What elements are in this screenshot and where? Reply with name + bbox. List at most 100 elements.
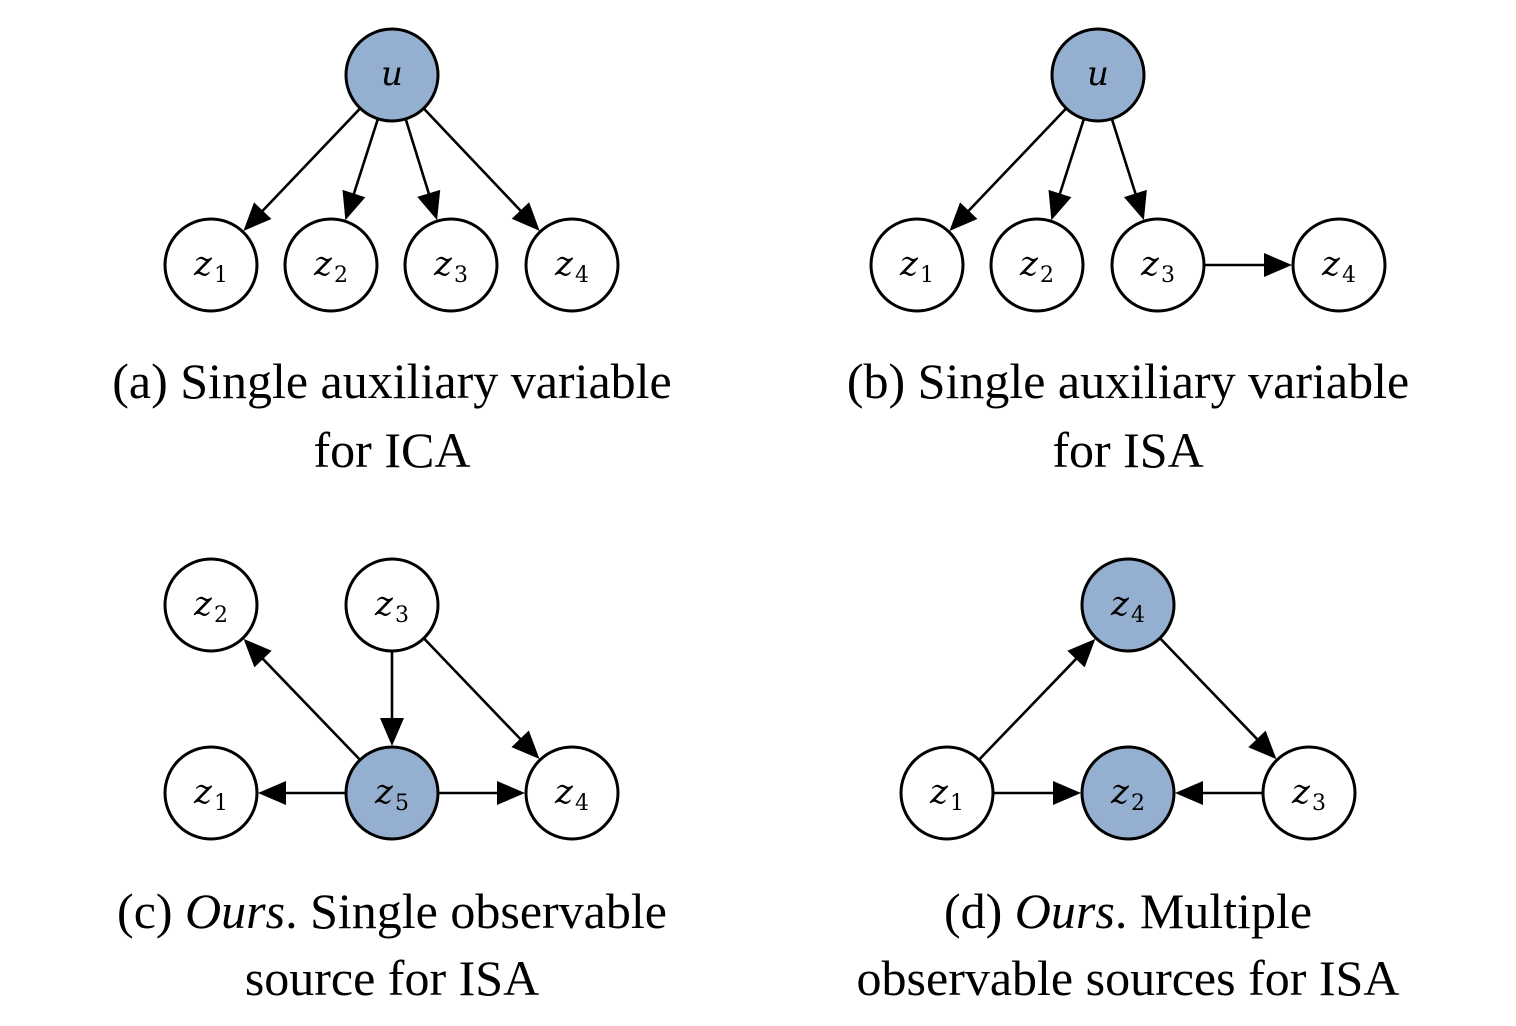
latent-node-circle — [344, 557, 440, 653]
node-subscript: 3 — [1161, 263, 1175, 288]
node-variable: u — [381, 54, 403, 94]
node-subscript: 1 — [920, 263, 934, 288]
caption-emphasis: Ours — [185, 883, 285, 939]
node-variable: z — [554, 244, 574, 284]
caption-text: (d) — [944, 883, 1015, 939]
node-label: z2 — [313, 244, 348, 288]
caption-line: (d) Ours. Multiple — [944, 883, 1312, 939]
edge-line — [404, 118, 431, 196]
caption-line: observable sources for ISA — [857, 950, 1400, 1006]
node-z4: z4 — [1080, 557, 1176, 653]
node-variable: z — [374, 584, 394, 624]
arrow-head — [243, 202, 272, 231]
caption-text: for ISA — [1052, 422, 1203, 478]
node-variable: z — [1110, 584, 1130, 624]
arrow-head — [511, 202, 540, 231]
caption-line: for ICA — [314, 422, 471, 478]
node-variable: z — [193, 584, 213, 624]
node-z1: z1 — [869, 217, 965, 313]
node-variable: z — [193, 244, 213, 284]
arrow-head — [497, 781, 525, 805]
edge-u-to-z2 — [1048, 118, 1086, 221]
node-label: u — [381, 54, 403, 94]
node-label: z1 — [929, 772, 964, 816]
caption-emphasis: Ours — [1015, 883, 1115, 939]
node-variable: z — [433, 244, 453, 284]
edge-u-to-z1 — [243, 107, 362, 231]
node-u: u — [1050, 27, 1146, 123]
node-label: z3 — [374, 584, 409, 628]
arrow-head — [258, 781, 286, 805]
edge-z1-to-z4 — [977, 638, 1096, 761]
observed-node-circle — [1080, 557, 1176, 653]
arrow-head — [1053, 781, 1081, 805]
latent-node-circle — [163, 557, 259, 653]
edge-line — [260, 107, 362, 214]
node-label: z5 — [374, 772, 409, 816]
node-subscript: 4 — [1131, 603, 1145, 628]
node-z3: z3 — [1261, 745, 1357, 841]
node-subscript: 1 — [214, 791, 228, 816]
edge-line — [422, 637, 523, 742]
arrow-head — [417, 189, 441, 221]
edge-u-to-z3 — [404, 118, 441, 221]
node-variable: z — [1140, 244, 1160, 284]
node-z2: z2 — [163, 557, 259, 653]
node-z1: z1 — [163, 745, 259, 841]
edge-u-to-z2 — [342, 118, 380, 221]
caption-line: for ISA — [1052, 422, 1203, 478]
arrow-head — [243, 638, 272, 668]
arrow-head — [949, 202, 978, 231]
edge-u-to-z1 — [949, 107, 1068, 231]
caption-text: (a) Single auxiliary variable — [112, 353, 672, 409]
latent-node-circle — [163, 217, 259, 313]
node-z4: z4 — [1291, 217, 1387, 313]
node-subscript: 4 — [575, 263, 589, 288]
arrow-head — [1067, 638, 1096, 668]
edge-line — [1110, 118, 1138, 196]
edge-z3-to-z2 — [1175, 781, 1263, 805]
node-variable: z — [374, 772, 394, 812]
arrow-head — [1248, 730, 1277, 760]
latent-node-circle — [899, 745, 995, 841]
latent-node-circle — [524, 745, 620, 841]
caption-a: (a) Single auxiliary variable for ICA — [112, 353, 672, 478]
node-label: z2 — [1019, 244, 1054, 288]
edge-z1-to-z2 — [993, 781, 1081, 805]
edge-line — [977, 656, 1079, 761]
node-label: z1 — [899, 244, 934, 288]
node-subscript: 3 — [1312, 791, 1326, 816]
edge-line — [260, 656, 362, 761]
edge-z3-to-z5 — [380, 651, 404, 746]
node-z4: z4 — [524, 745, 620, 841]
node-variable: z — [899, 244, 919, 284]
node-z3: z3 — [403, 217, 499, 313]
node-z3: z3 — [344, 557, 440, 653]
caption-line: (c) Ours. Single observable — [117, 883, 667, 939]
node-label: z2 — [193, 584, 228, 628]
edge-line — [1058, 118, 1086, 196]
arrow-head — [511, 730, 540, 760]
edge-line — [422, 107, 523, 213]
observed-node-circle — [1050, 27, 1146, 123]
node-subscript: 4 — [575, 791, 589, 816]
node-z3: z3 — [1110, 217, 1206, 313]
observed-node-circle — [344, 27, 440, 123]
edge-line — [352, 118, 380, 196]
caption-text: source for ISA — [245, 950, 539, 1006]
edge-z5-to-z1 — [258, 781, 346, 805]
node-variable: z — [193, 772, 213, 812]
node-subscript: 2 — [1131, 791, 1145, 816]
latent-node-circle — [1291, 217, 1387, 313]
latent-node-circle — [163, 745, 259, 841]
node-z2: z2 — [1080, 745, 1176, 841]
node-label: z1 — [193, 772, 228, 816]
edge-line — [966, 107, 1068, 214]
node-z1: z1 — [163, 217, 259, 313]
caption-d: (d) Ours. Multiple observable sources for… — [857, 883, 1400, 1006]
node-label: z4 — [1110, 584, 1145, 628]
